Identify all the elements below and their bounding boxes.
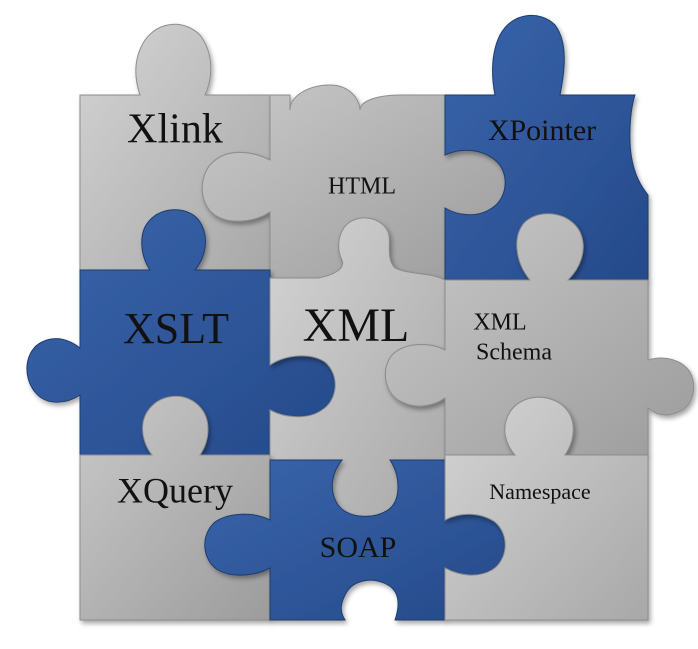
label-xquery: XQuery — [117, 470, 233, 510]
piece-namespace — [444, 396, 649, 621]
label-namespace: Namespace — [489, 479, 590, 504]
label-xslt: XSLT — [123, 304, 229, 353]
label-xml-schema-line1: XML — [473, 310, 526, 336]
label-xpointer: XPointer — [488, 114, 596, 147]
label-soap: SOAP — [320, 531, 397, 564]
piece-xml-schema — [384, 213, 694, 456]
label-xlink: Xlink — [127, 107, 223, 153]
label-html: HTML — [328, 174, 396, 200]
label-xml-schema-line2: Schema — [476, 340, 552, 366]
label-xml: XML — [303, 299, 410, 352]
